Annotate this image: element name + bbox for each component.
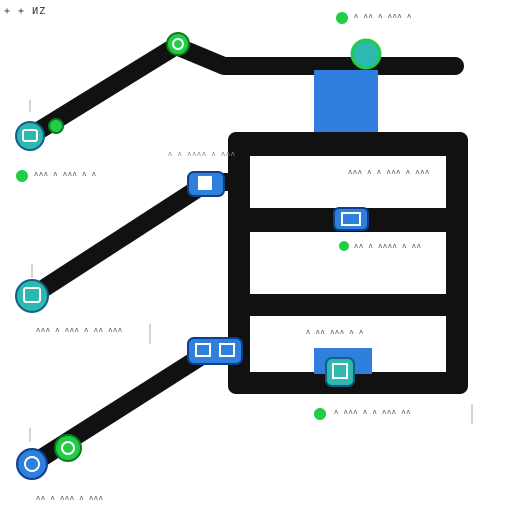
- label-panel-mid: ʌʌ ʌ ʌʌʌʌ ʌ ʌʌ: [354, 242, 422, 250]
- top-route: [21, 37, 464, 145]
- rack-slot-1: [250, 156, 446, 208]
- router-icon: [187, 337, 243, 365]
- server-icon: [325, 357, 355, 387]
- corner-glyphs: + + ИZ: [4, 6, 47, 17]
- bullet-icon: [16, 170, 28, 182]
- node-icon: [48, 118, 64, 134]
- label-bottom-right: ʌ ʌʌʌ ʌ ʌ ʌʌʌ ʌʌ: [334, 408, 412, 416]
- bus-connector: [314, 70, 378, 134]
- label-mid-left: ʌ ʌ ʌʌʌʌ ʌ ʌʌʌ: [168, 150, 236, 158]
- bullet-icon: [339, 241, 349, 251]
- label-left-green: ʌʌʌ ʌ ʌʌʌ ʌ ʌ: [34, 170, 97, 178]
- label-panel-top: ʌʌʌ ʌ ʌ ʌʌʌ ʌ ʌʌʌ: [348, 168, 430, 176]
- label-bottom-left: ʌʌ ʌ ʌʌʌ ʌ ʌʌʌ: [36, 494, 104, 502]
- link-icon: [187, 171, 225, 197]
- server-icon: [350, 38, 382, 70]
- middle-route: [23, 173, 249, 305]
- router-icon: [15, 121, 45, 151]
- hub-icon: [54, 434, 82, 462]
- rack-slot-2: [250, 232, 446, 294]
- rack-panel: [228, 132, 468, 394]
- bracket-marks: [29, 100, 473, 442]
- hub-icon: [166, 32, 190, 56]
- label-top-right: ʌ ʌʌ ʌ ʌʌʌ ʌ: [354, 12, 412, 20]
- bullet-icon: [336, 12, 348, 24]
- bullet-icon: [314, 408, 326, 420]
- label-panel-bottom: ʌ ʌʌ ʌʌʌ ʌ ʌ: [306, 328, 364, 336]
- node-icon: [333, 207, 369, 231]
- monitor-icon: [16, 448, 48, 480]
- label-lower-left: ʌʌʌ ʌ ʌʌʌ ʌ ʌʌ ʌʌʌ: [36, 326, 123, 334]
- monitor-icon: [15, 279, 49, 313]
